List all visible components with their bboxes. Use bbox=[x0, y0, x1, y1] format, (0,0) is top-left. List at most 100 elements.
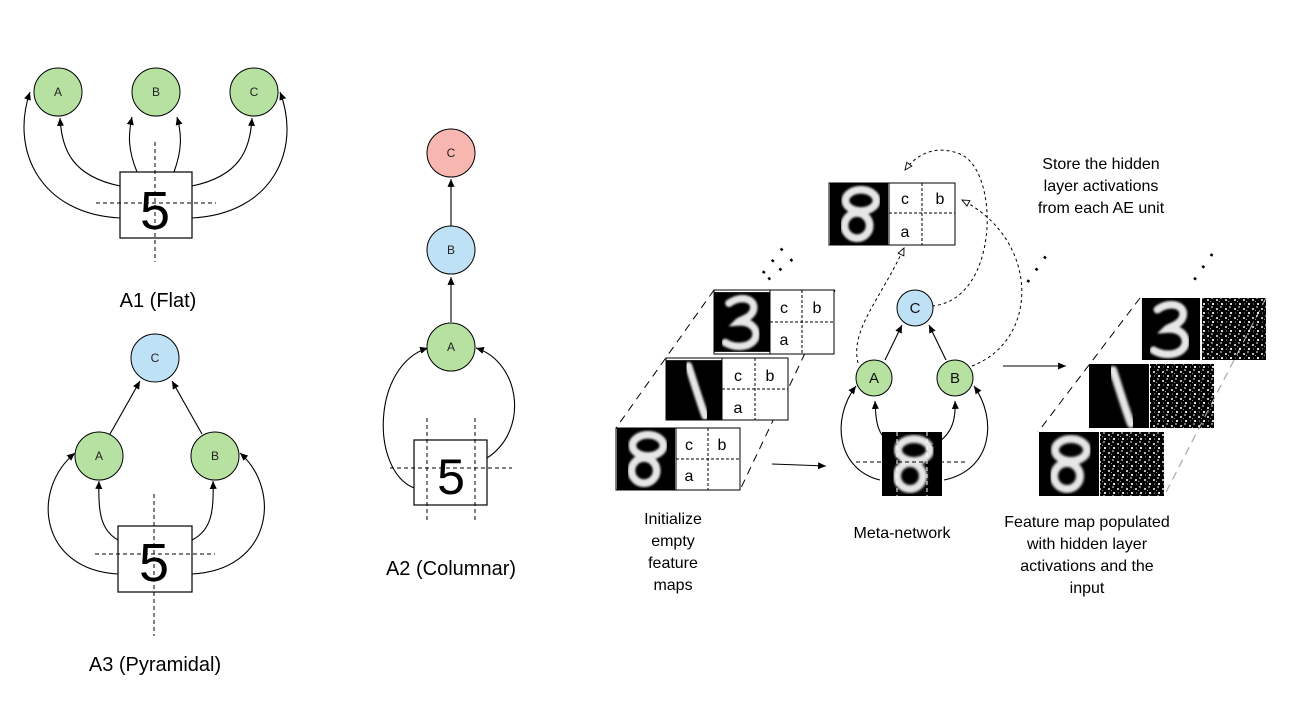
node-c-pyramidal-label: C bbox=[151, 351, 160, 365]
store-label: Store the hidden layer activations from … bbox=[1038, 156, 1165, 217]
svg-text:activations and the: activations and the bbox=[1020, 558, 1154, 575]
meta-input-image bbox=[856, 432, 968, 496]
arrow-col-in-a-right bbox=[475, 347, 516, 459]
node-a-flat bbox=[33, 67, 83, 117]
node-b-meta bbox=[936, 359, 974, 397]
arrow-col-in-a-left bbox=[382, 346, 429, 489]
store-arrow-c bbox=[905, 149, 988, 307]
node-b-columnar-label: B bbox=[447, 243, 455, 257]
feature-map-card-1: c b a bbox=[665, 357, 789, 420]
arrow-pyr-in-a-outer bbox=[47, 452, 119, 575]
initialize-label: Initialize empty feature maps bbox=[644, 511, 702, 594]
svg-text:maps: maps bbox=[653, 577, 692, 594]
cell-a: a bbox=[734, 400, 743, 417]
node-c-pyramidal bbox=[130, 333, 180, 383]
input-digit-flat: 5 bbox=[140, 181, 170, 241]
node-a-columnar bbox=[426, 322, 476, 372]
input-box-pyramidal bbox=[117, 525, 193, 593]
arrow-to-meta-network bbox=[771, 462, 827, 470]
cell-c: c bbox=[780, 300, 788, 317]
cell-b: b bbox=[813, 300, 822, 317]
arrow-meta-in-b-inner bbox=[931, 400, 959, 447]
cell-b: b bbox=[718, 437, 727, 454]
svg-text:Store the hidden: Store the hidden bbox=[1042, 156, 1159, 173]
svg-text:empty: empty bbox=[651, 533, 695, 550]
node-a-meta-label: A bbox=[869, 370, 879, 387]
feature-map-card-3: c b a bbox=[713, 289, 835, 355]
panel-columnar: 5 C B A A2 (Columnar) bbox=[382, 128, 516, 580]
arrow-flat-tr-c bbox=[191, 117, 256, 187]
node-b-pyramidal bbox=[190, 431, 240, 481]
feature-map-top: c b a bbox=[828, 182, 956, 246]
ellipsis-mid: . . . bbox=[1008, 242, 1053, 289]
input-digit-pyramidal: 5 bbox=[139, 533, 169, 593]
node-c-meta bbox=[896, 289, 934, 327]
populated-map-8 bbox=[1039, 432, 1164, 496]
arrow-meta-a-c bbox=[884, 324, 903, 361]
populated-map-3 bbox=[1142, 298, 1266, 360]
arrow-meta-in-a-inner bbox=[871, 400, 895, 447]
panel-flat: 5 A B C A1 (Flat) bbox=[23, 67, 288, 312]
populated-map-1 bbox=[1089, 364, 1214, 428]
arrow-meta-b-c bbox=[928, 324, 947, 361]
node-c-columnar-label: C bbox=[447, 146, 456, 160]
ellipsis-right: . . . bbox=[1174, 239, 1219, 286]
svg-text:from each AE unit: from each AE unit bbox=[1038, 200, 1165, 217]
arrow-pyr-b-c bbox=[171, 380, 203, 435]
caption-columnar: A2 (Columnar) bbox=[386, 558, 516, 580]
arrow-flat-tl-a bbox=[56, 117, 121, 187]
input-box-flat bbox=[119, 171, 193, 239]
node-c-meta-label: C bbox=[910, 300, 921, 317]
feature-map-card-8: c b a bbox=[615, 427, 741, 491]
cell-c: c bbox=[901, 191, 909, 208]
cell-a: a bbox=[685, 468, 694, 485]
node-c-columnar bbox=[426, 128, 476, 178]
svg-text:input: input bbox=[1070, 580, 1105, 597]
node-b-flat bbox=[131, 67, 181, 117]
populated-label: Feature map populated with hidden layer … bbox=[1004, 514, 1169, 597]
meta-network-label: Meta-network bbox=[854, 525, 952, 542]
svg-text:Initialize: Initialize bbox=[644, 511, 702, 528]
cell-a: a bbox=[901, 224, 910, 241]
panel-pyramidal: 5 C A B A3 (Pyramidal) bbox=[47, 333, 265, 676]
arrow-flat-br-c bbox=[191, 91, 288, 219]
arrow-flat-b-left bbox=[126, 116, 138, 173]
node-a-columnar-label: A bbox=[447, 340, 455, 354]
arrow-pyr-a-c bbox=[109, 380, 141, 435]
svg-text:Feature map populated: Feature map populated bbox=[1004, 514, 1169, 531]
caption-flat: A1 (Flat) bbox=[120, 290, 197, 312]
cell-b: b bbox=[936, 191, 945, 208]
svg-text:layer activations: layer activations bbox=[1044, 178, 1159, 195]
arrow-flat-bl-a bbox=[23, 91, 121, 219]
node-b-meta-label: B bbox=[950, 370, 960, 387]
cell-c: c bbox=[685, 437, 693, 454]
node-a-flat-label: A bbox=[54, 85, 62, 99]
svg-text:feature: feature bbox=[648, 555, 698, 572]
panel-meta-network: c b a c b a c bbox=[615, 149, 1267, 597]
node-c-flat-label: C bbox=[250, 85, 259, 99]
empty-feature-map-stack: c b a c b a c bbox=[615, 240, 836, 491]
arrow-flat-b-right bbox=[173, 116, 183, 173]
node-a-meta bbox=[855, 359, 893, 397]
cell-c: c bbox=[734, 368, 742, 385]
node-c-flat bbox=[229, 67, 279, 117]
cell-b: b bbox=[766, 368, 775, 385]
arrow-meta-in-b-outer bbox=[943, 385, 989, 481]
node-b-columnar bbox=[426, 225, 476, 275]
caption-pyramidal: A3 (Pyramidal) bbox=[89, 654, 221, 676]
svg-text:with hidden layer: with hidden layer bbox=[1026, 536, 1148, 553]
populated-feature-map-stack bbox=[1037, 297, 1267, 497]
arrow-pyr-in-b-outer bbox=[191, 452, 265, 575]
node-b-pyramidal-label: B bbox=[211, 449, 219, 463]
node-a-pyramidal bbox=[74, 431, 124, 481]
store-arrow-b bbox=[962, 200, 1023, 367]
meta-network: C A B bbox=[840, 149, 1023, 496]
cell-a: a bbox=[780, 332, 789, 349]
arrow-meta-in-a-outer bbox=[840, 385, 881, 481]
arrow-pyr-in-b-inner bbox=[191, 480, 217, 541]
input-digit-columnar: 5 bbox=[437, 449, 465, 505]
node-a-pyramidal-label: A bbox=[95, 449, 103, 463]
node-b-flat-label: B bbox=[152, 85, 160, 99]
input-box-columnar bbox=[413, 439, 488, 506]
